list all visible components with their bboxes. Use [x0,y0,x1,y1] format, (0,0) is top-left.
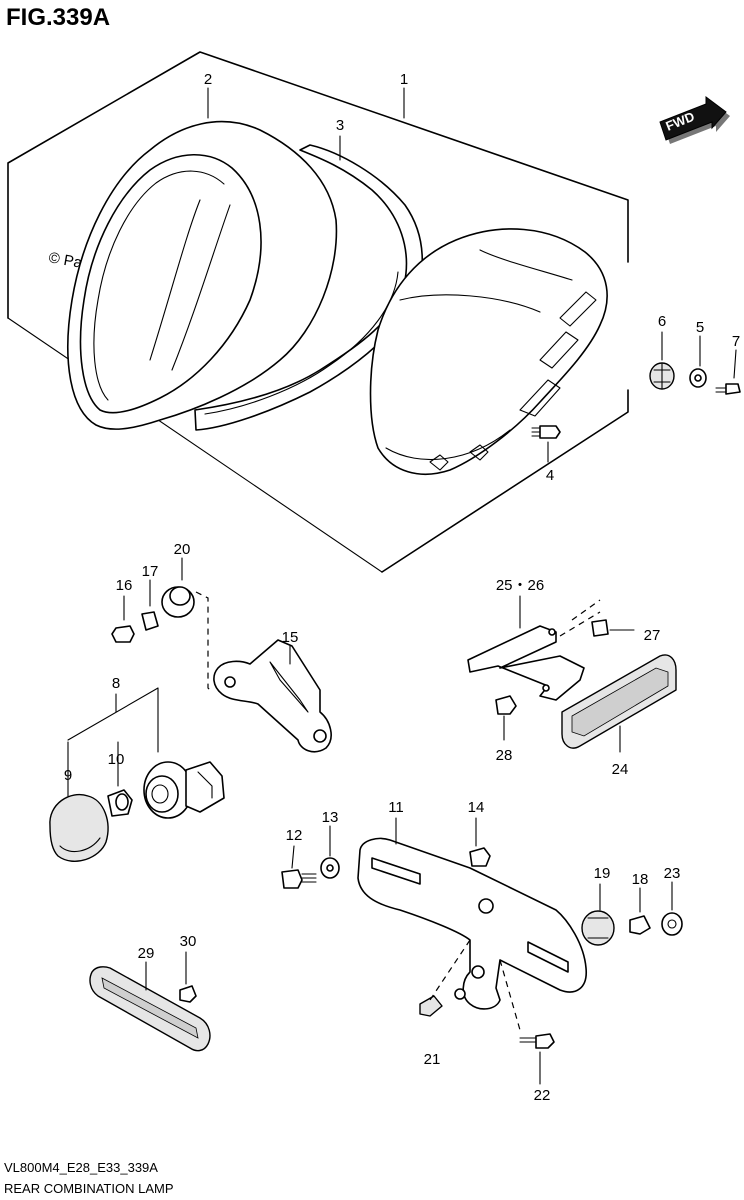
cushion-part-19 [581,883,615,946]
nut-part-30 [179,951,197,1003]
callout-30: 30 [180,933,197,950]
callout-4: 4 [546,467,554,484]
callout-24: 24 [612,761,629,778]
callout-3: 3 [336,117,344,134]
leader-dashed-27 [559,611,601,637]
leader-dashed-20 [195,591,213,693]
callout-21: 21 [424,1051,441,1068]
bolt-part-12 [281,845,317,889]
collar-part-18 [629,887,651,935]
nut-part-14 [469,817,491,867]
callout-17: 17 [142,563,159,580]
callout-20: 20 [174,541,191,558]
callout-1: 1 [400,71,408,88]
fwd-arrow-icon: FWD [659,96,730,144]
leader-dashed-21 [429,939,471,1001]
bulb-part-10 [107,741,133,817]
callout-28: 28 [496,747,513,764]
screw-part-7 [715,349,741,395]
callout-11: 11 [388,799,404,816]
callout-12: 12 [286,827,303,844]
nut-part-23 [661,881,683,936]
assembly-outline [7,51,629,573]
license-bracket-part-11 [357,817,587,1010]
figure-name: REAR COMBINATION LAMP [4,1181,174,1196]
screw-part-27 [591,619,635,637]
reflector-bracket-part-25-26 [467,595,585,701]
lamp-housing-part-1 [369,228,608,475]
nut-part-16 [111,595,135,643]
callout-18: 18 [632,871,649,888]
callout-22: 22 [534,1087,551,1104]
washer-part-5 [689,335,707,388]
callout-16: 16 [116,577,133,594]
figure-title: FIG.339A [6,4,110,31]
callout-27: 27 [644,627,661,644]
collar-part-17 [141,579,159,631]
screw-part-4 [531,425,561,463]
grommet-part-6 [649,331,675,390]
bracket-part-15 [213,639,332,753]
figure-code: VL800M4_E28_E33_339A [4,1160,158,1175]
screw-part-22 [519,1033,555,1085]
callout-23: 23 [664,865,681,882]
lamp-frame-part-2 [67,120,338,430]
callout-2: 2 [204,71,212,88]
washer-part-13 [320,825,340,879]
callout-15: 15 [282,629,299,646]
leader-part-8 [67,687,159,753]
socket-housing-part-8 [143,761,225,819]
callout-13: 13 [322,809,339,826]
callout-25-26: 25・26 [496,577,544,594]
cushion-part-20 [161,557,195,618]
callout-29: 29 [138,945,155,962]
callout-19: 19 [594,865,611,882]
callout-10: 10 [108,751,125,768]
reflector-part-29 [89,961,211,1052]
callout-14: 14 [468,799,485,816]
nut-part-28 [495,695,517,741]
leader-dashed-22 [499,959,521,1031]
callout-6: 6 [658,313,666,330]
leader-dashed-25-26 [571,599,601,621]
reflector-part-24 [561,654,677,753]
callout-7: 7 [732,333,740,350]
callout-8: 8 [112,675,120,692]
callout-9: 9 [64,767,72,784]
callout-5: 5 [696,319,704,336]
lens-part-9 [49,741,109,862]
